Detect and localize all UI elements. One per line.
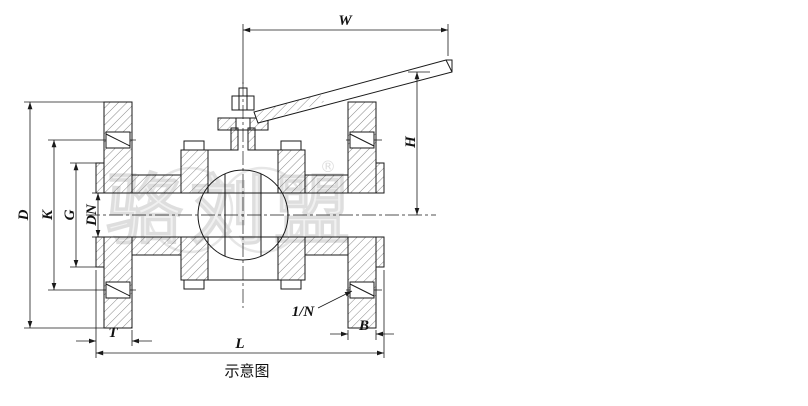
body-bolt-top-left xyxy=(183,140,205,151)
dim-W: W xyxy=(242,13,449,84)
registered-mark: ® xyxy=(320,157,336,176)
stem-top xyxy=(238,87,248,97)
left-flange xyxy=(95,101,133,329)
drawing-caption: 示意图 xyxy=(224,362,269,380)
left-neck xyxy=(131,174,182,256)
dim-N: 1/N xyxy=(292,290,353,320)
dim-label-H: H xyxy=(403,135,419,149)
bore xyxy=(96,192,384,238)
dim-label-W: W xyxy=(338,13,353,29)
dim-label-K: K xyxy=(40,209,56,221)
left-raised-face xyxy=(95,162,105,194)
dim-D: D xyxy=(16,101,104,329)
dim-label-D: D xyxy=(16,209,32,221)
bonnet-stem xyxy=(217,87,269,151)
handle xyxy=(253,59,453,124)
center-housing xyxy=(208,149,278,281)
handle-grip-section xyxy=(254,94,324,123)
valve-body xyxy=(95,59,453,329)
dim-label-L: L xyxy=(234,336,244,352)
dim-label-DN: DN xyxy=(84,203,100,227)
dim-B: B xyxy=(330,318,394,340)
ball xyxy=(197,169,289,261)
watermark-ring-right xyxy=(218,166,306,254)
body-flange-right xyxy=(277,140,306,290)
dim-G: G xyxy=(62,162,96,268)
dimensions: W H D K G xyxy=(16,13,449,358)
body-bolt-bottom-left xyxy=(183,279,205,290)
dim-L: L xyxy=(96,270,385,358)
dim-label-B: B xyxy=(358,318,369,334)
body-bolt-top-right xyxy=(280,140,302,151)
body-flange-left xyxy=(180,140,209,290)
dim-DN: DN xyxy=(84,192,104,238)
body-bolt-bottom-right xyxy=(280,279,302,290)
dim-label-T: T xyxy=(108,325,118,341)
right-flange xyxy=(347,101,385,329)
right-raised-face xyxy=(375,162,385,194)
dim-label-N: 1/N xyxy=(292,304,316,320)
dim-H: H xyxy=(403,71,430,215)
dim-K: K xyxy=(40,139,100,291)
dim-label-G: G xyxy=(62,209,78,220)
dim-T: T xyxy=(76,270,152,358)
